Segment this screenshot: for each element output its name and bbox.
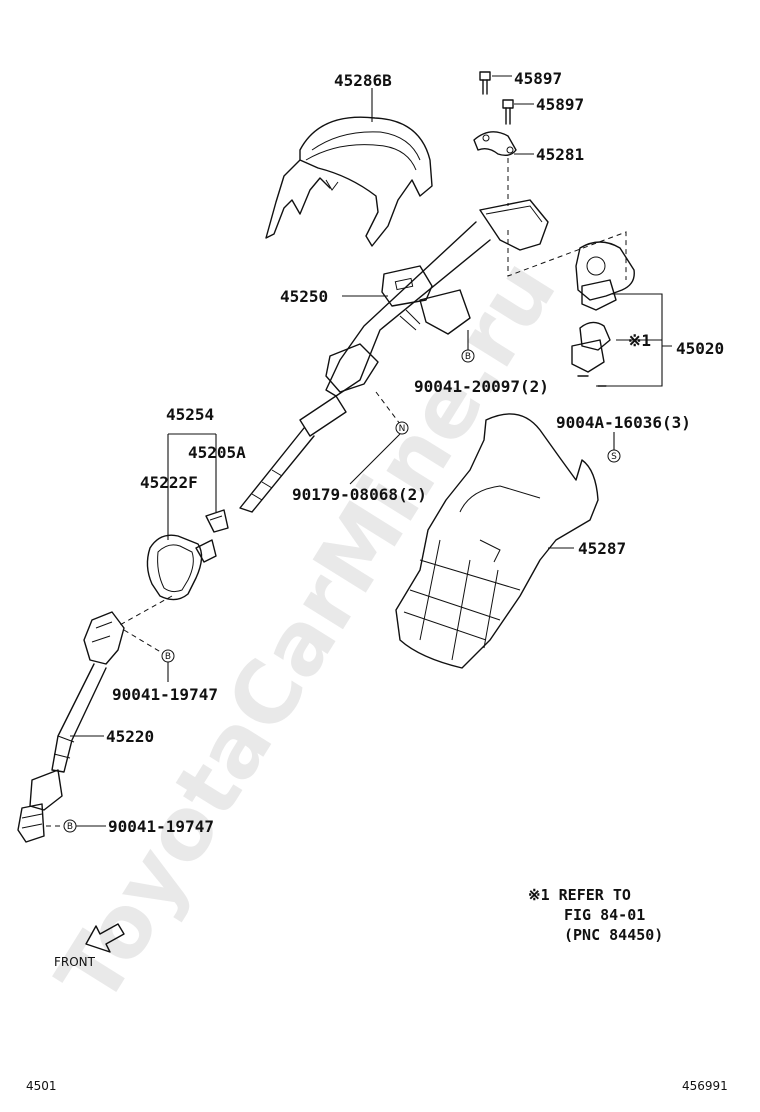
dash-line-cover-ignition (507, 230, 627, 280)
label-45020: 45020 (676, 339, 724, 358)
front-arrow-icon (85, 923, 125, 953)
note-line-2: FIG 84-01 (564, 906, 645, 924)
clamp-bracket (473, 131, 517, 157)
note-line-3: (PNC 84450) (564, 926, 663, 944)
svg-text:B: B (67, 822, 73, 832)
label-45254: 45254 (166, 405, 214, 424)
label-45220: 45220 (106, 727, 154, 746)
svg-text:B: B (465, 352, 471, 362)
badge-b-shaft-lower: B (63, 819, 77, 833)
upper-column-cover (265, 116, 433, 247)
svg-text:S: S (611, 452, 617, 462)
dash-line-screw (375, 391, 401, 425)
label-45897-upper: 45897 (514, 69, 562, 88)
front-label: FRONT (54, 955, 96, 969)
ignition-lock-assembly (571, 241, 635, 387)
label-9004A-16036: 9004A-16036(3) (556, 413, 691, 432)
seal-45205A (205, 509, 229, 533)
label-45897-lower: 45897 (536, 95, 584, 114)
label-45222F: 45222F (140, 473, 198, 492)
label-90179-08068: 90179-08068(2) (292, 485, 427, 504)
dash-line-boot-shaft (117, 595, 173, 627)
leader-45020 (596, 293, 672, 387)
label-45281: 45281 (536, 145, 584, 164)
label-90041-19747-lower: 90041-19747 (108, 817, 214, 836)
footer-right-code: 456991 (682, 1079, 728, 1093)
label-90041-20097: 90041-20097(2) (414, 377, 549, 396)
svg-text:N: N (399, 424, 406, 434)
bolt-upper (479, 71, 491, 95)
steering-column (239, 199, 549, 513)
bolt-lower (502, 99, 514, 125)
badge-s-screw: S (607, 449, 621, 463)
lower-column-cover (395, 413, 599, 669)
footer-left-code: 4501 (26, 1079, 57, 1093)
lower-shaft (17, 611, 125, 843)
dash-line-bolt-b2 (123, 629, 165, 655)
badge-n-screw: N (395, 421, 409, 435)
label-45287: 45287 (578, 539, 626, 558)
boot-grommet (146, 534, 217, 601)
leader-45254 (167, 433, 217, 540)
label-45250: 45250 (280, 287, 328, 306)
label-45205A: 45205A (188, 443, 246, 462)
label-90041-19747-upper: 90041-19747 (112, 685, 218, 704)
label-ref1: ※1 (628, 331, 651, 350)
label-45286B: 45286B (334, 71, 392, 90)
svg-text:B: B (165, 652, 171, 662)
badge-b-shaft-upper: B (161, 649, 175, 663)
badge-b-column: B (461, 349, 475, 363)
note-line-1: ※1 REFER TO (528, 886, 631, 904)
leader-90179-08068 (349, 433, 401, 485)
